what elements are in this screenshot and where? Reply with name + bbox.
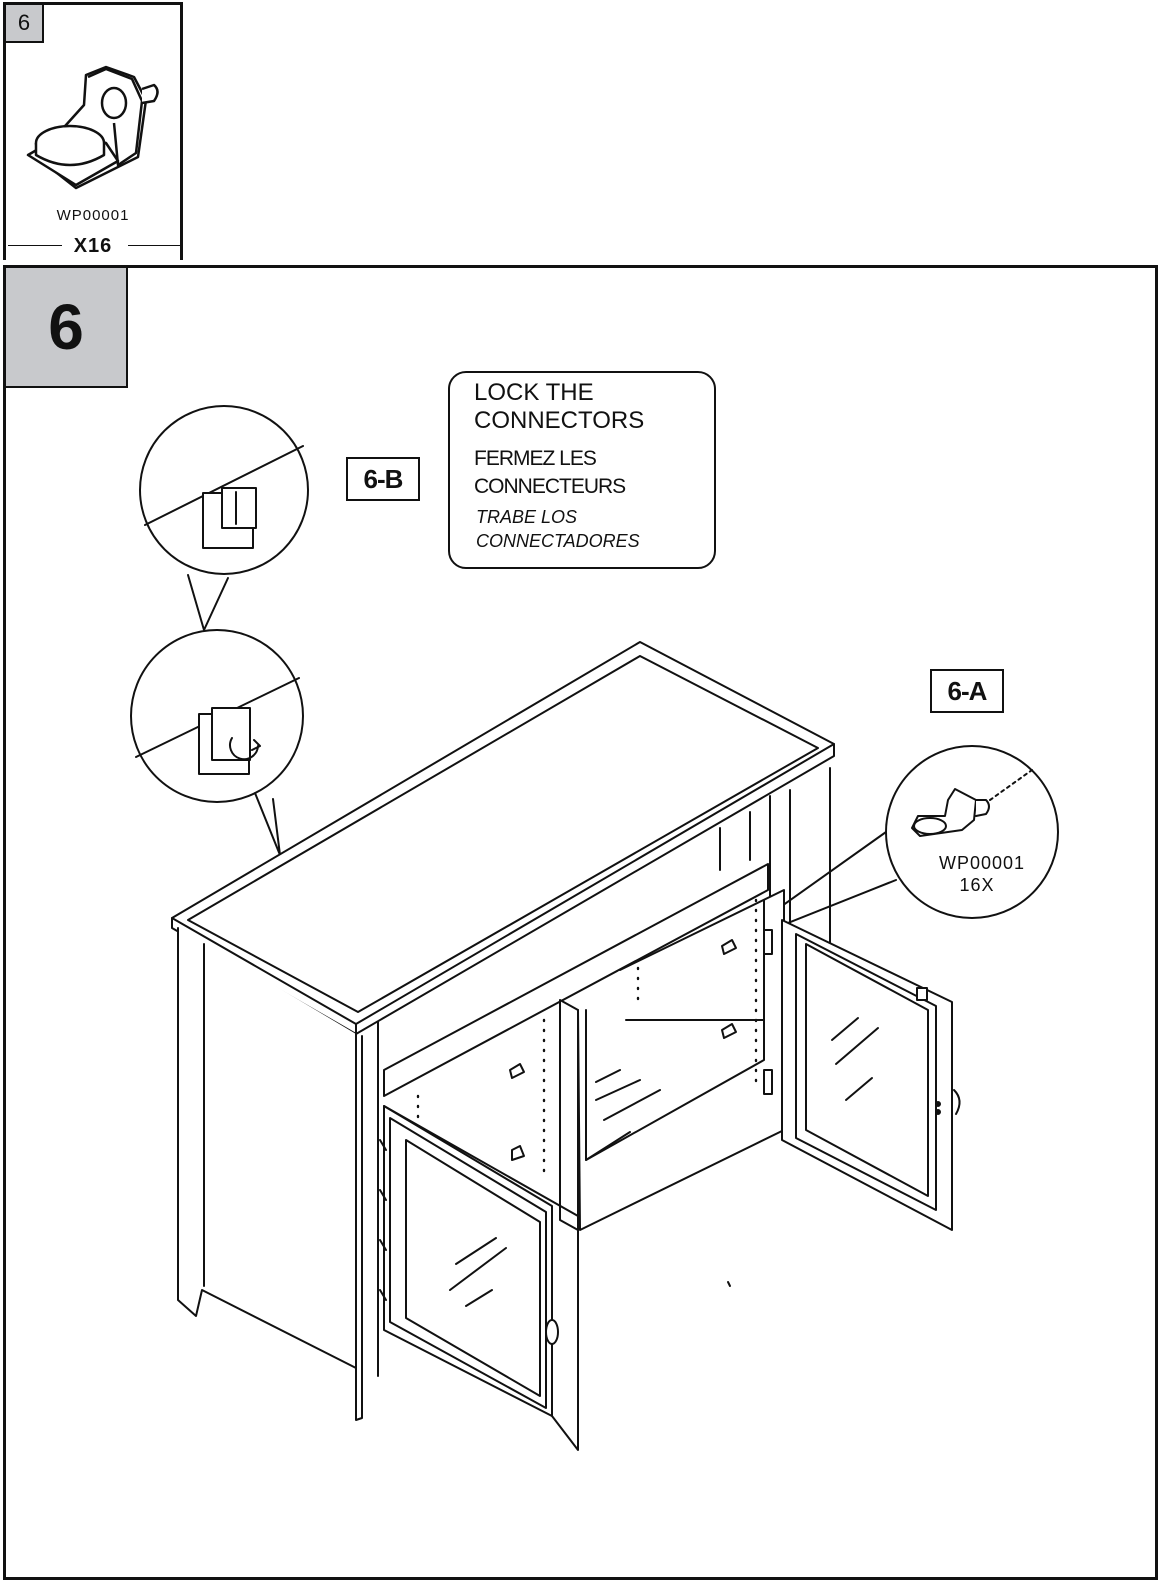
quantity: X16 xyxy=(73,235,113,257)
parts-box: 6 WP00001 X16 xyxy=(3,2,183,260)
step-number: 6 xyxy=(6,268,128,388)
shelf-pin-connector-icon xyxy=(26,65,159,190)
detail-magnifier-icon xyxy=(130,405,309,856)
instruction-spanish: TRABE LOS CONNECTADORES xyxy=(476,507,640,551)
divider xyxy=(128,245,180,246)
callout-part-code: WP00001 xyxy=(938,853,1026,873)
callout-quantity: 16X xyxy=(959,875,995,895)
instruction-french: FERMEZ LES CONNECTEURS xyxy=(474,447,626,498)
step-label-6b: 6-B xyxy=(346,457,420,501)
divider xyxy=(8,245,62,246)
quantity-row: X16 xyxy=(6,233,180,257)
part-code: WP00001 xyxy=(56,207,130,224)
step-frame: 6 xyxy=(3,265,1158,1580)
step-label-6a: 6-A xyxy=(930,669,1004,713)
instruction-english: LOCK THE CONNECTORS xyxy=(474,379,645,434)
parts-step-number: 6 xyxy=(6,5,44,43)
instruction-note: LOCK THE CONNECTORS FERMEZ LES CONNECTEU… xyxy=(448,371,716,569)
